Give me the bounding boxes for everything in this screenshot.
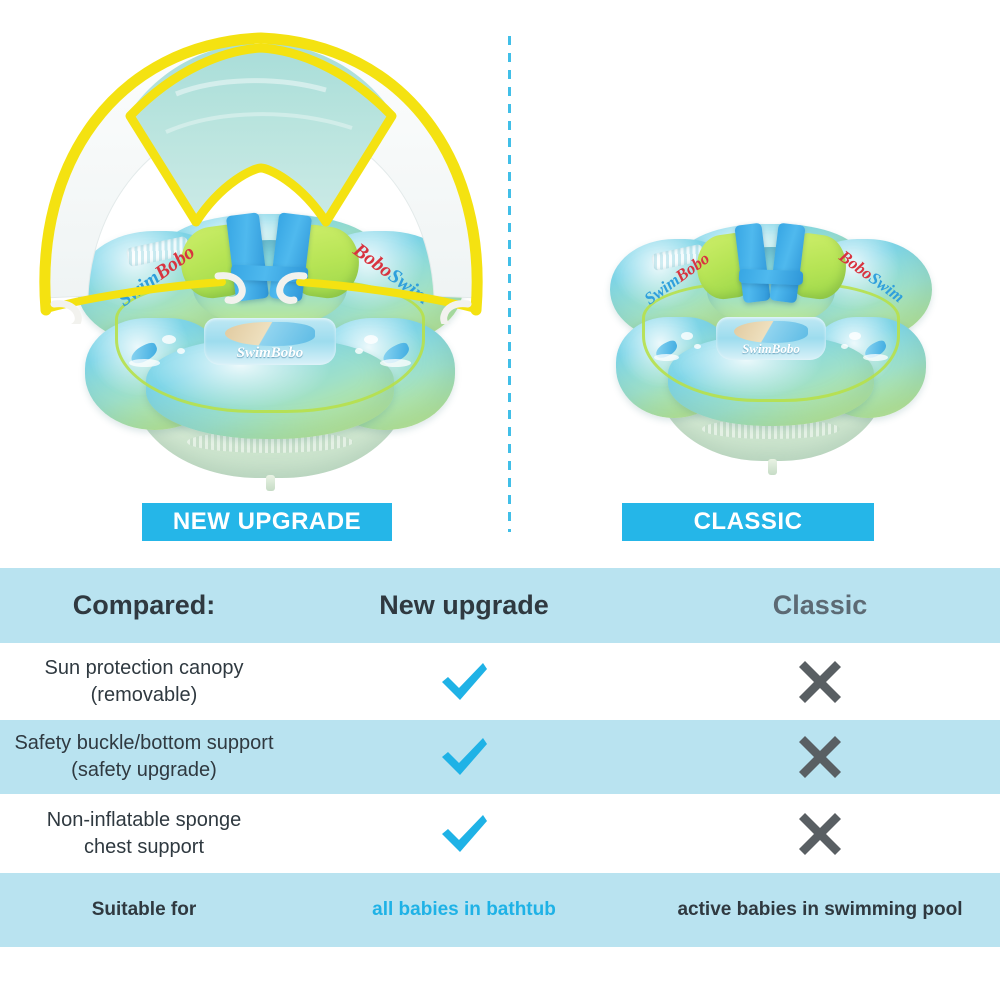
- value-cell-new-upgrade: [288, 643, 640, 720]
- suitable-for-classic: active babies in swimming pool: [677, 899, 963, 920]
- feature-cell: Suitable for: [0, 873, 288, 947]
- value-cell-new-upgrade: [288, 720, 640, 794]
- feature-line-1: Safety buckle/bottom support: [14, 732, 274, 754]
- feature-label: Safety buckle/bottom support (safety upg…: [14, 730, 273, 784]
- splash-icon: [129, 358, 160, 367]
- table-header-row: Compared: New upgrade Classic: [0, 568, 1000, 643]
- bubble-decal: [693, 344, 701, 350]
- feature-line-2: (removable): [90, 683, 198, 706]
- feature-label: Non-inflatable sponge chest support: [47, 807, 242, 861]
- canopy-frame-outer: [39, 32, 483, 316]
- sun-protection-canopy: [26, 24, 496, 332]
- bubble-decal: [841, 344, 849, 350]
- canopy-fold: [175, 78, 327, 97]
- bubble-decal: [354, 347, 363, 354]
- value-cell-classic: [640, 720, 1000, 794]
- header-cell-compared: Compared:: [0, 568, 288, 643]
- header-label-new-upgrade: New upgrade: [379, 590, 549, 620]
- safety-strap-cross: [738, 269, 804, 285]
- dolphin-icon: [733, 321, 809, 343]
- table-row: Non-inflatable sponge chest support: [0, 794, 1000, 873]
- canopy-shade-panel: [130, 44, 392, 220]
- splash-icon: [862, 354, 889, 362]
- comparison-table: Compared: New upgrade Classic Sun protec…: [0, 568, 1000, 947]
- value-cell-new-upgrade: [288, 794, 640, 873]
- feature-cell: Safety buckle/bottom support (safety upg…: [0, 720, 288, 794]
- feature-line-2: (safety upgrade): [71, 759, 217, 781]
- dolphin-decal-left: [652, 336, 681, 362]
- front-logo-badge: SwimBobo: [204, 317, 336, 366]
- value-cell-new-upgrade: all babies in bathtub: [288, 873, 640, 947]
- feature-cell: Sun protection canopy (removable): [0, 643, 288, 720]
- canopy-svg: [39, 32, 483, 332]
- canopy-frame-inner: [125, 43, 397, 227]
- badge-new-upgrade: NEW UPGRADE: [142, 503, 392, 541]
- inflatable-ring: SwimBobo BoboSwim SwimBobo: [610, 222, 932, 426]
- splash-icon: [380, 358, 411, 367]
- cross-icon: [797, 659, 843, 705]
- header-label-classic: Classic: [772, 590, 868, 620]
- feature-line-1: Sun protection canopy: [44, 656, 244, 679]
- cross-icon: [797, 734, 843, 780]
- logo-brand-text: SwimBobo: [236, 345, 304, 362]
- product-classic: SwimBobo BoboSwim SwimBobo: [596, 202, 946, 475]
- dolphin-decal-right: [861, 336, 890, 362]
- check-icon: [438, 660, 490, 704]
- bubble-decal: [161, 334, 176, 344]
- front-logo-badge: SwimBobo: [716, 316, 826, 360]
- header-label-compared: Compared:: [72, 590, 216, 620]
- product-showcase: SwimBobo BoboSwim SwimBobo: [26, 24, 946, 541]
- feature-line-2: chest support: [83, 835, 205, 858]
- badge-classic: CLASSIC: [622, 503, 874, 541]
- bubble-decal: [849, 332, 862, 341]
- dolphin-decal-left: [127, 339, 162, 367]
- table-row: Safety buckle/bottom support (safety upg…: [0, 720, 1000, 794]
- bubble-decal: [177, 347, 186, 354]
- value-cell-classic: [640, 643, 1000, 720]
- dolphin-icon: [225, 322, 315, 347]
- feature-cell: Non-inflatable sponge chest support: [0, 794, 288, 873]
- feature-label: Sun protection canopy (removable): [44, 655, 243, 709]
- check-icon: [438, 735, 490, 779]
- dolphin-decal-right: [378, 339, 413, 367]
- air-valve: [265, 475, 275, 491]
- suitable-for-new-upgrade: all babies in bathtub: [372, 899, 556, 920]
- check-icon: [438, 812, 490, 856]
- air-valve: [767, 458, 777, 475]
- canopy-clip-hook-left-upper: [214, 272, 246, 304]
- feature-label: Suitable for: [91, 899, 197, 920]
- value-cell-classic: [640, 794, 1000, 873]
- float-body-classic: SwimBobo BoboSwim SwimBobo: [596, 202, 946, 475]
- value-cell-classic: active babies in swimming pool: [640, 873, 1000, 947]
- feature-line-1: Non-inflatable sponge: [46, 808, 242, 831]
- canopy-fold: [165, 112, 353, 134]
- bubble-decal: [680, 332, 693, 341]
- vertical-dashed-divider: [508, 36, 511, 532]
- bubble-decal: [364, 334, 379, 344]
- cross-icon: [797, 811, 843, 857]
- logo-brand-text: SwimBobo: [742, 341, 800, 357]
- canopy-clip-hook-right-lower: [440, 300, 472, 332]
- table-row: Suitable for all babies in bathtub activ…: [0, 873, 1000, 947]
- header-cell-new-upgrade: New upgrade: [288, 568, 640, 643]
- canopy-clip-hook-right-upper: [276, 272, 308, 304]
- table-row: Sun protection canopy (removable): [0, 643, 1000, 720]
- header-cell-classic: Classic: [640, 568, 1000, 643]
- splash-icon: [653, 354, 680, 362]
- canopy-clip-hook-left-lower: [50, 300, 82, 332]
